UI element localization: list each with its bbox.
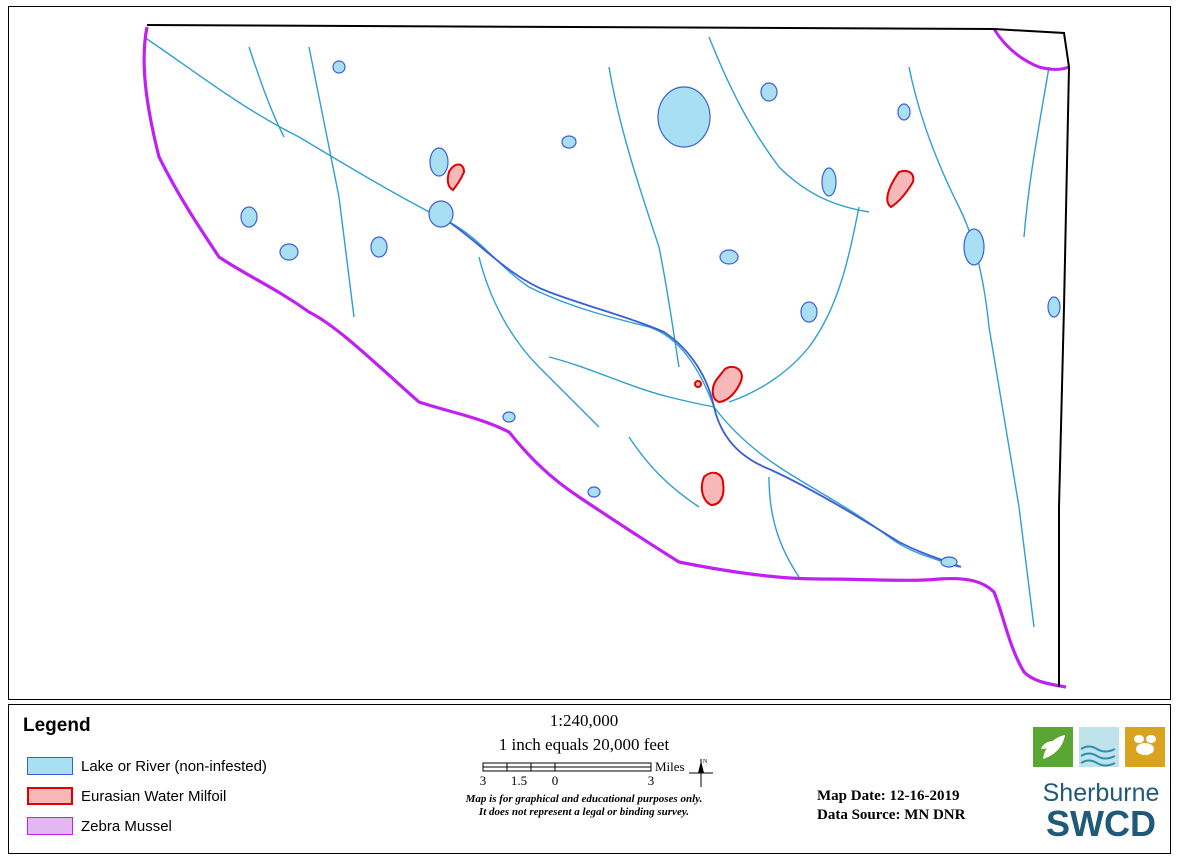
scale-bar: 3 1.5 0 3 Miles N <box>439 757 729 791</box>
scale-ratio: 1:240,000 <box>549 711 619 730</box>
disclaimer-line-1: Map is for graphical and educational pur… <box>465 793 703 805</box>
north-letter: N <box>703 759 708 765</box>
milfoil-lakes <box>446 163 915 507</box>
milfoil-swatch <box>27 787 73 805</box>
scale-tick-2: 0 <box>552 773 559 788</box>
river-network <box>143 36 1050 628</box>
lake-swatch <box>27 757 73 775</box>
logo-line-2: SWCD <box>1046 803 1156 844</box>
map-frame <box>8 6 1171 700</box>
legend-label-zebra: Zebra Mussel <box>81 817 172 835</box>
scale-equivalence: 1 inch equals 20,000 feet <box>498 735 670 754</box>
legend-label-milfoil: Eurasian Water Milfoil <box>81 787 227 805</box>
lakes <box>240 60 1061 568</box>
county-map <box>142 24 1071 689</box>
scale-tick-0: 3 <box>480 773 487 788</box>
map-info: Map Date: 12-16-2019 Data Source: MN DNR <box>817 787 965 825</box>
north-arrow-icon <box>689 759 713 787</box>
zebra-mussel-west-boundary <box>142 26 1067 689</box>
scale-tick-1: 1.5 <box>511 773 527 788</box>
logo-tiles <box>1033 727 1165 767</box>
legend-label-lake: Lake or River (non-infested) <box>81 757 267 775</box>
disclaimer: Map is for graphical and educational pur… <box>439 793 729 819</box>
logo-line-1: Sherburne <box>1042 779 1160 807</box>
zebra-swatch <box>27 817 73 835</box>
legend-panel: Legend Lake or River (non-infested) Eura… <box>8 704 1171 854</box>
zebra-mussel-northeast-boundary <box>992 28 1070 71</box>
data-source: Data Source: MN DNR <box>817 807 966 823</box>
legend-item-milfoil: Eurasian Water Milfoil <box>27 785 226 807</box>
disclaimer-line-2: It does not represent a legal or binding… <box>478 806 690 818</box>
scale-bar-graphic: 3 1.5 0 3 Miles N <box>480 759 713 788</box>
scale-tick-3: 3 <box>648 773 655 788</box>
county-boundary <box>146 24 1071 687</box>
scale-unit: Miles <box>655 759 685 774</box>
main-river <box>448 221 962 568</box>
map-date: Map Date: 12-16-2019 <box>817 788 960 804</box>
sherburne-swcd-logo: Sherburne SWCD <box>1031 719 1171 847</box>
legend-title: Legend <box>23 715 91 736</box>
legend-item-lake: Lake or River (non-infested) <box>27 755 267 777</box>
scale-block: 1:240,000 1 inch equals 20,000 feet 3 1.… <box>439 711 729 819</box>
legend-item-zebra: Zebra Mussel <box>27 815 172 837</box>
